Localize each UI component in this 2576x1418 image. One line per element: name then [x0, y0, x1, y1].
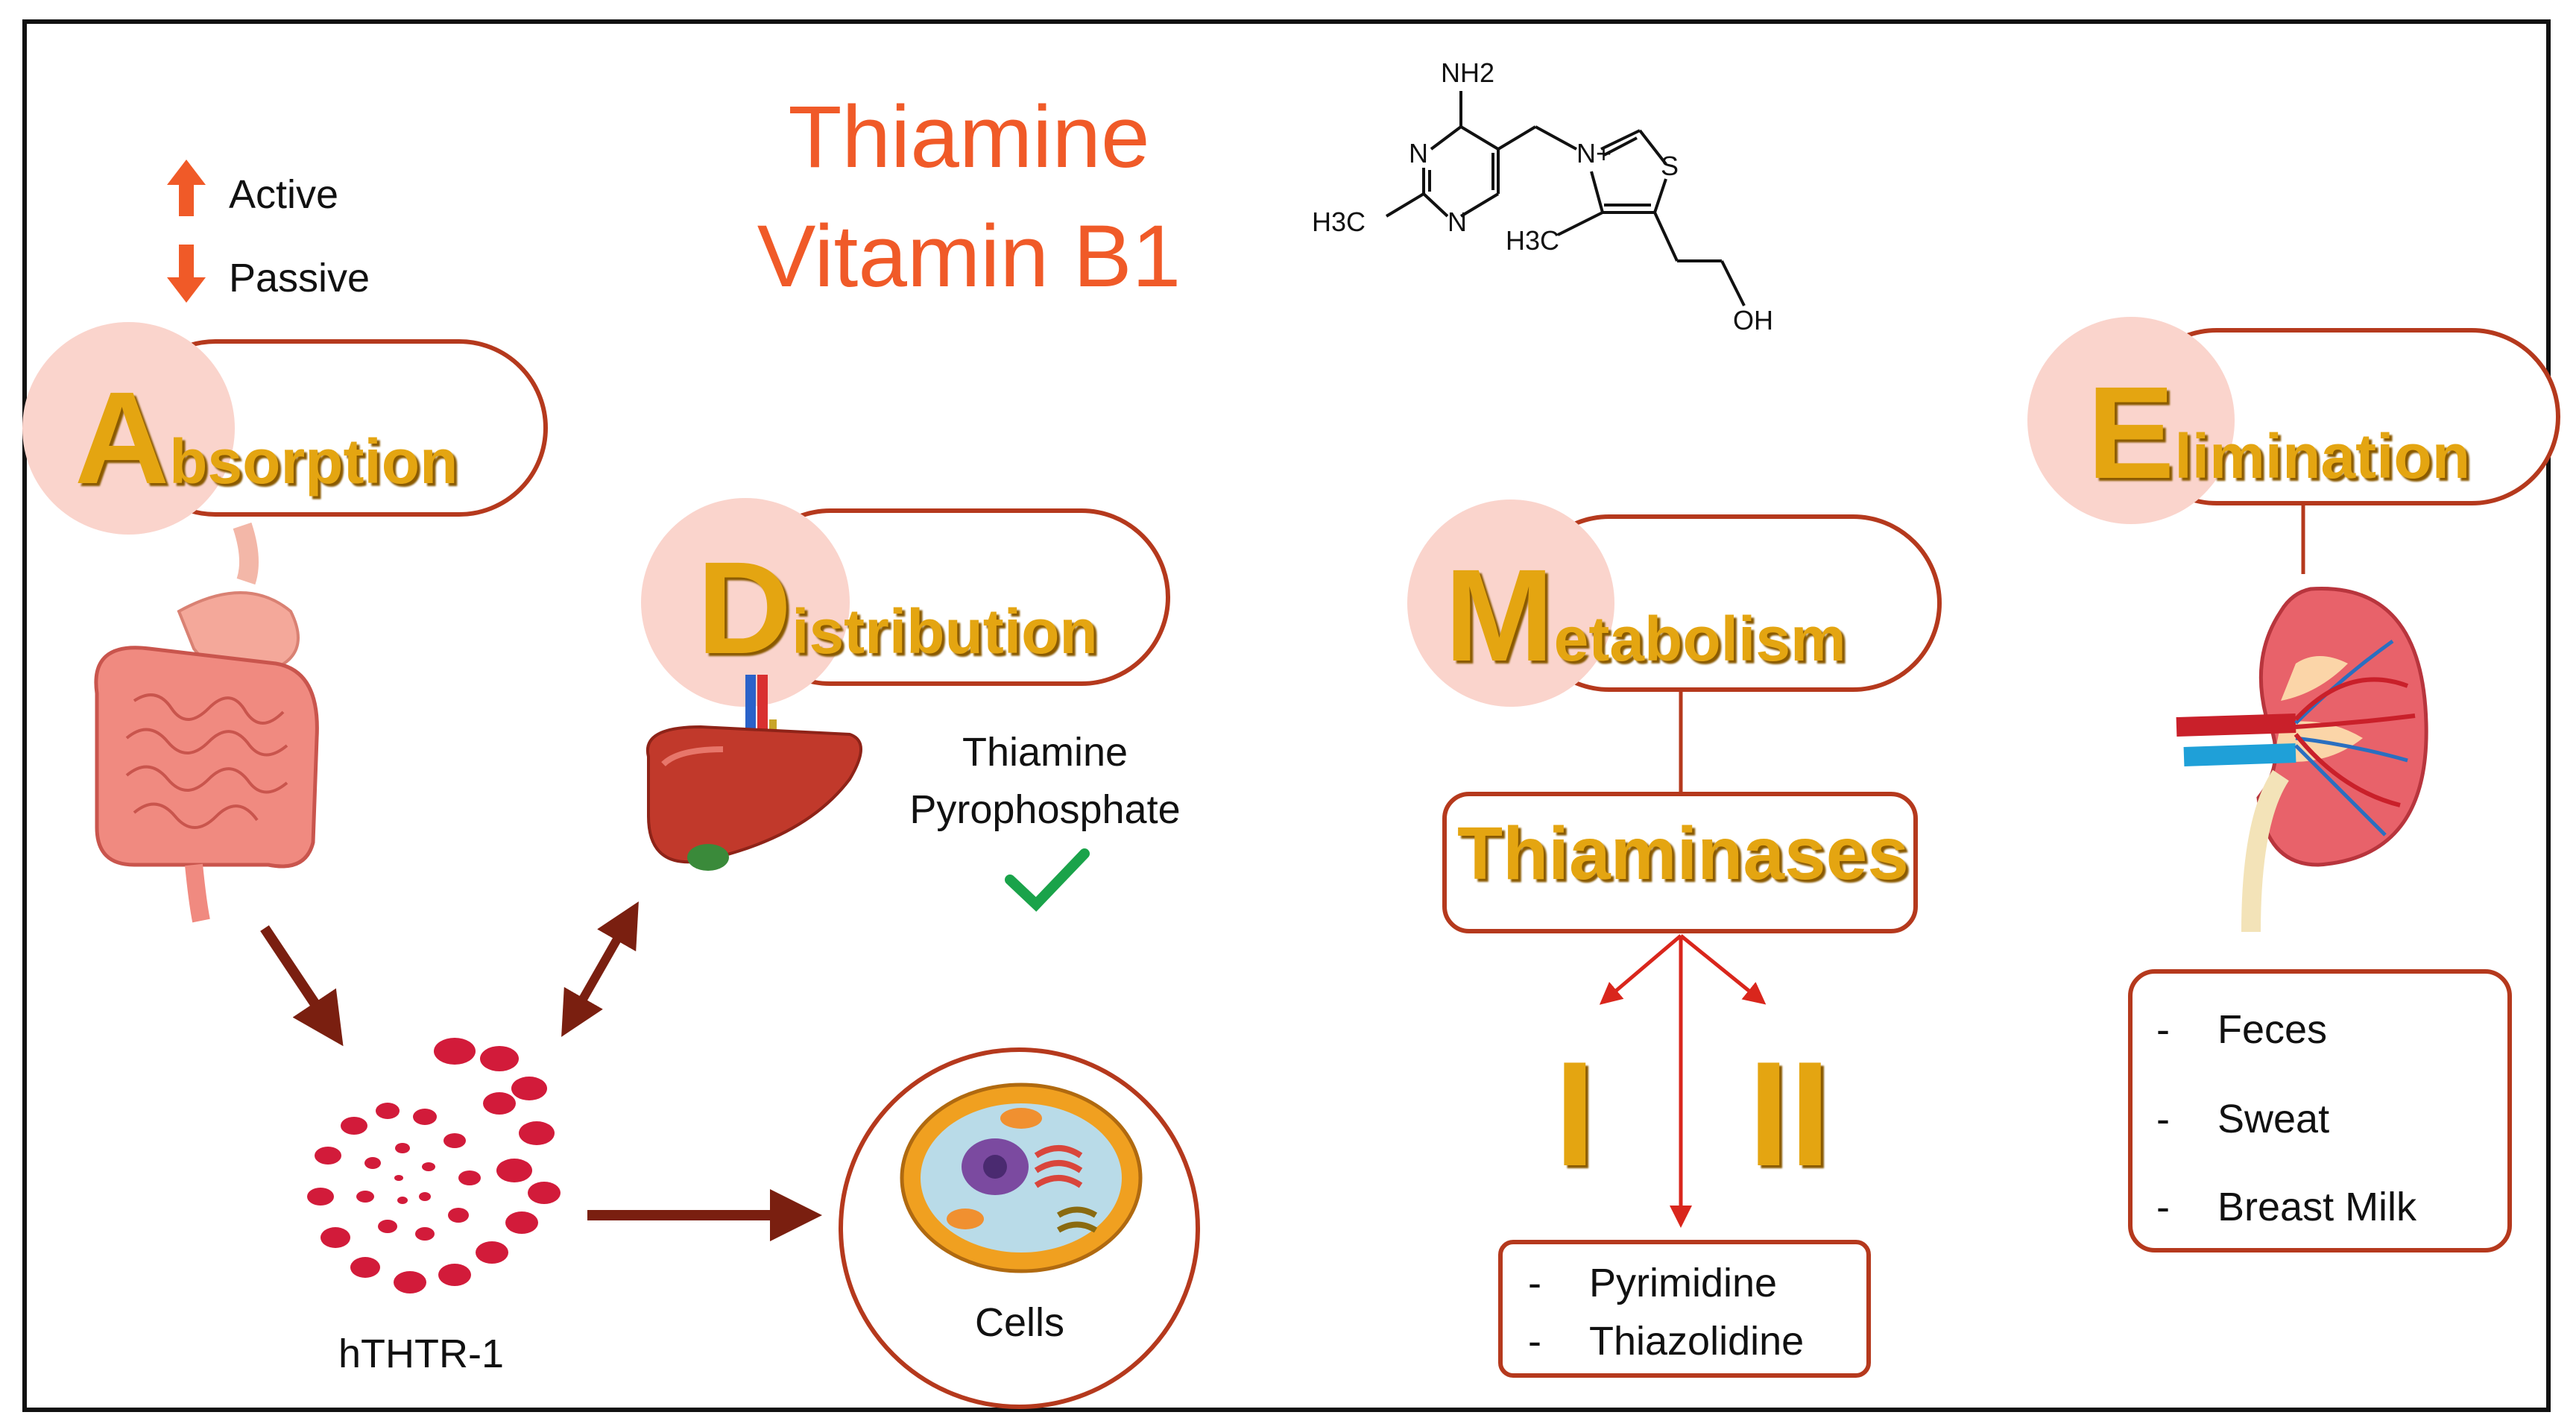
ch3-right-label: H3C — [1506, 225, 1559, 256]
s-label: S — [1661, 151, 1679, 181]
n-plus-label: N+ — [1576, 138, 1611, 168]
up-arrow-icon — [167, 160, 206, 216]
absorption-to-blood-arrow — [260, 925, 344, 1047]
elimination-heading: Elimination — [2087, 368, 2470, 499]
cells-label: Cells — [974, 1300, 1065, 1345]
legend-passive: Passive — [229, 256, 370, 300]
thiaminase-to-ii-arrow — [1679, 934, 1767, 1005]
absorption-heading: Absorption — [75, 373, 458, 504]
blood-cells-icon — [307, 1038, 561, 1293]
thiaminases-label: Thiaminases — [1457, 812, 1909, 895]
product-item: Pyrimidine — [1589, 1261, 1778, 1305]
absorption-initial: A — [75, 365, 170, 511]
check-icon — [1005, 848, 1090, 912]
legend-active: Active — [229, 172, 339, 217]
thiaminase-to-i-arrow — [1599, 934, 1682, 1005]
route-dash-2: - — [2156, 1097, 2170, 1141]
elimination-rest: limination — [2174, 421, 2471, 491]
legend-arrows — [167, 160, 206, 303]
product-dash-2: - — [1528, 1319, 1541, 1364]
elimination-circle — [2027, 317, 2235, 524]
absorption-circle — [22, 322, 235, 535]
roman-two: II — [1748, 1031, 1831, 1197]
distribution-initial: D — [697, 535, 792, 681]
down-arrow-icon — [167, 245, 206, 303]
tpp-line2: Pyrophosphate — [909, 787, 1181, 832]
title-line2: Vitamin B1 — [757, 207, 1181, 306]
metabolism-circle — [1407, 500, 1614, 707]
metabolism-initial: M — [1445, 543, 1554, 689]
route-dash-1: - — [2156, 1007, 2170, 1052]
elimination-routes-box — [2128, 969, 2512, 1252]
diagram-frame — [22, 19, 2551, 1412]
oh-label: OH — [1733, 305, 1773, 335]
blood-liver-arrow — [561, 901, 639, 1037]
n-bottom-label: N — [1448, 207, 1467, 237]
thiaminases-box — [1442, 792, 1918, 933]
metabolism-heading: Metabolism — [1445, 550, 1846, 681]
kidney-icon — [2176, 587, 2428, 933]
route-dash-3: - — [2156, 1185, 2170, 1229]
route-item: Breast Milk — [2217, 1185, 2417, 1229]
product-item: Thiazolidine — [1589, 1319, 1805, 1364]
distribution-rest: istribution — [792, 596, 1098, 667]
n-top-label: N — [1409, 138, 1428, 168]
title-line1: Thiamine — [788, 88, 1150, 186]
route-item: Sweat — [2217, 1097, 2330, 1141]
elimination-initial: E — [2087, 360, 2175, 506]
metabolism-rest: etabolism — [1553, 604, 1846, 674]
ch3-left-label: H3C — [1312, 207, 1366, 237]
thiamine-structure: NH2 N N N+ S H3C H3C OH — [1312, 57, 1773, 335]
nh2-label: NH2 — [1441, 57, 1494, 88]
transporter-label: hTHTR-1 — [338, 1332, 504, 1376]
roman-one: I — [1554, 1031, 1596, 1197]
liver-icon — [645, 675, 862, 871]
tpp-line1: Thiamine — [962, 730, 1128, 775]
intestine-icon — [94, 522, 319, 923]
distribution-circle — [641, 498, 850, 707]
route-item: Feces — [2217, 1007, 2328, 1052]
cell-icon — [900, 1083, 1143, 1273]
absorption-rest: bsorption — [169, 426, 458, 497]
distribution-heading: Distribution — [697, 543, 1098, 674]
products-box — [1498, 1240, 1871, 1378]
product-dash-1: - — [1528, 1261, 1541, 1305]
